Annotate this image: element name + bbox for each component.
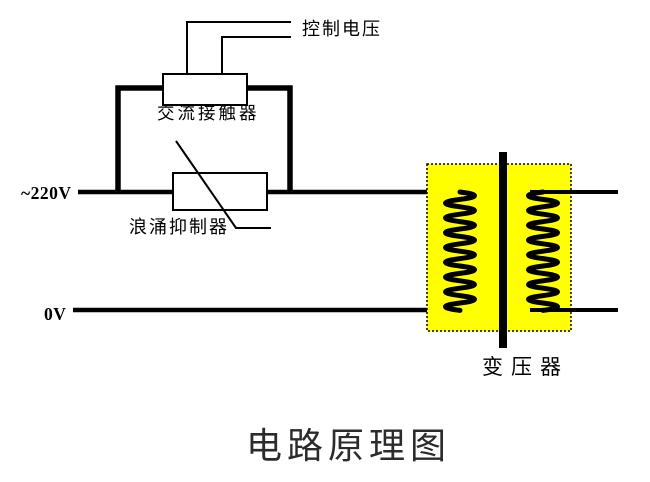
neutral-voltage-label: 0V: [44, 304, 67, 324]
transformer-primary-coil: [443, 189, 477, 313]
transformer-label: 变压器: [482, 355, 569, 379]
control-voltage-wire-1: [186, 21, 291, 74]
ac-contactor-label: 交流接触器: [157, 103, 260, 123]
transformer-secondary-coil: [526, 189, 560, 313]
ac-contactor-box: [162, 73, 248, 106]
control-voltage-wire-2: [221, 36, 291, 74]
diagram-title: 电路原理图: [246, 426, 452, 466]
varistor-diagonal: [175, 140, 271, 229]
transformer-core: [499, 152, 507, 348]
surge-suppressor-label: 浪涌抑制器: [129, 217, 229, 237]
control-voltage-label: 控制电压: [302, 19, 382, 39]
ac-line-voltage-label: ~220V: [21, 183, 72, 203]
